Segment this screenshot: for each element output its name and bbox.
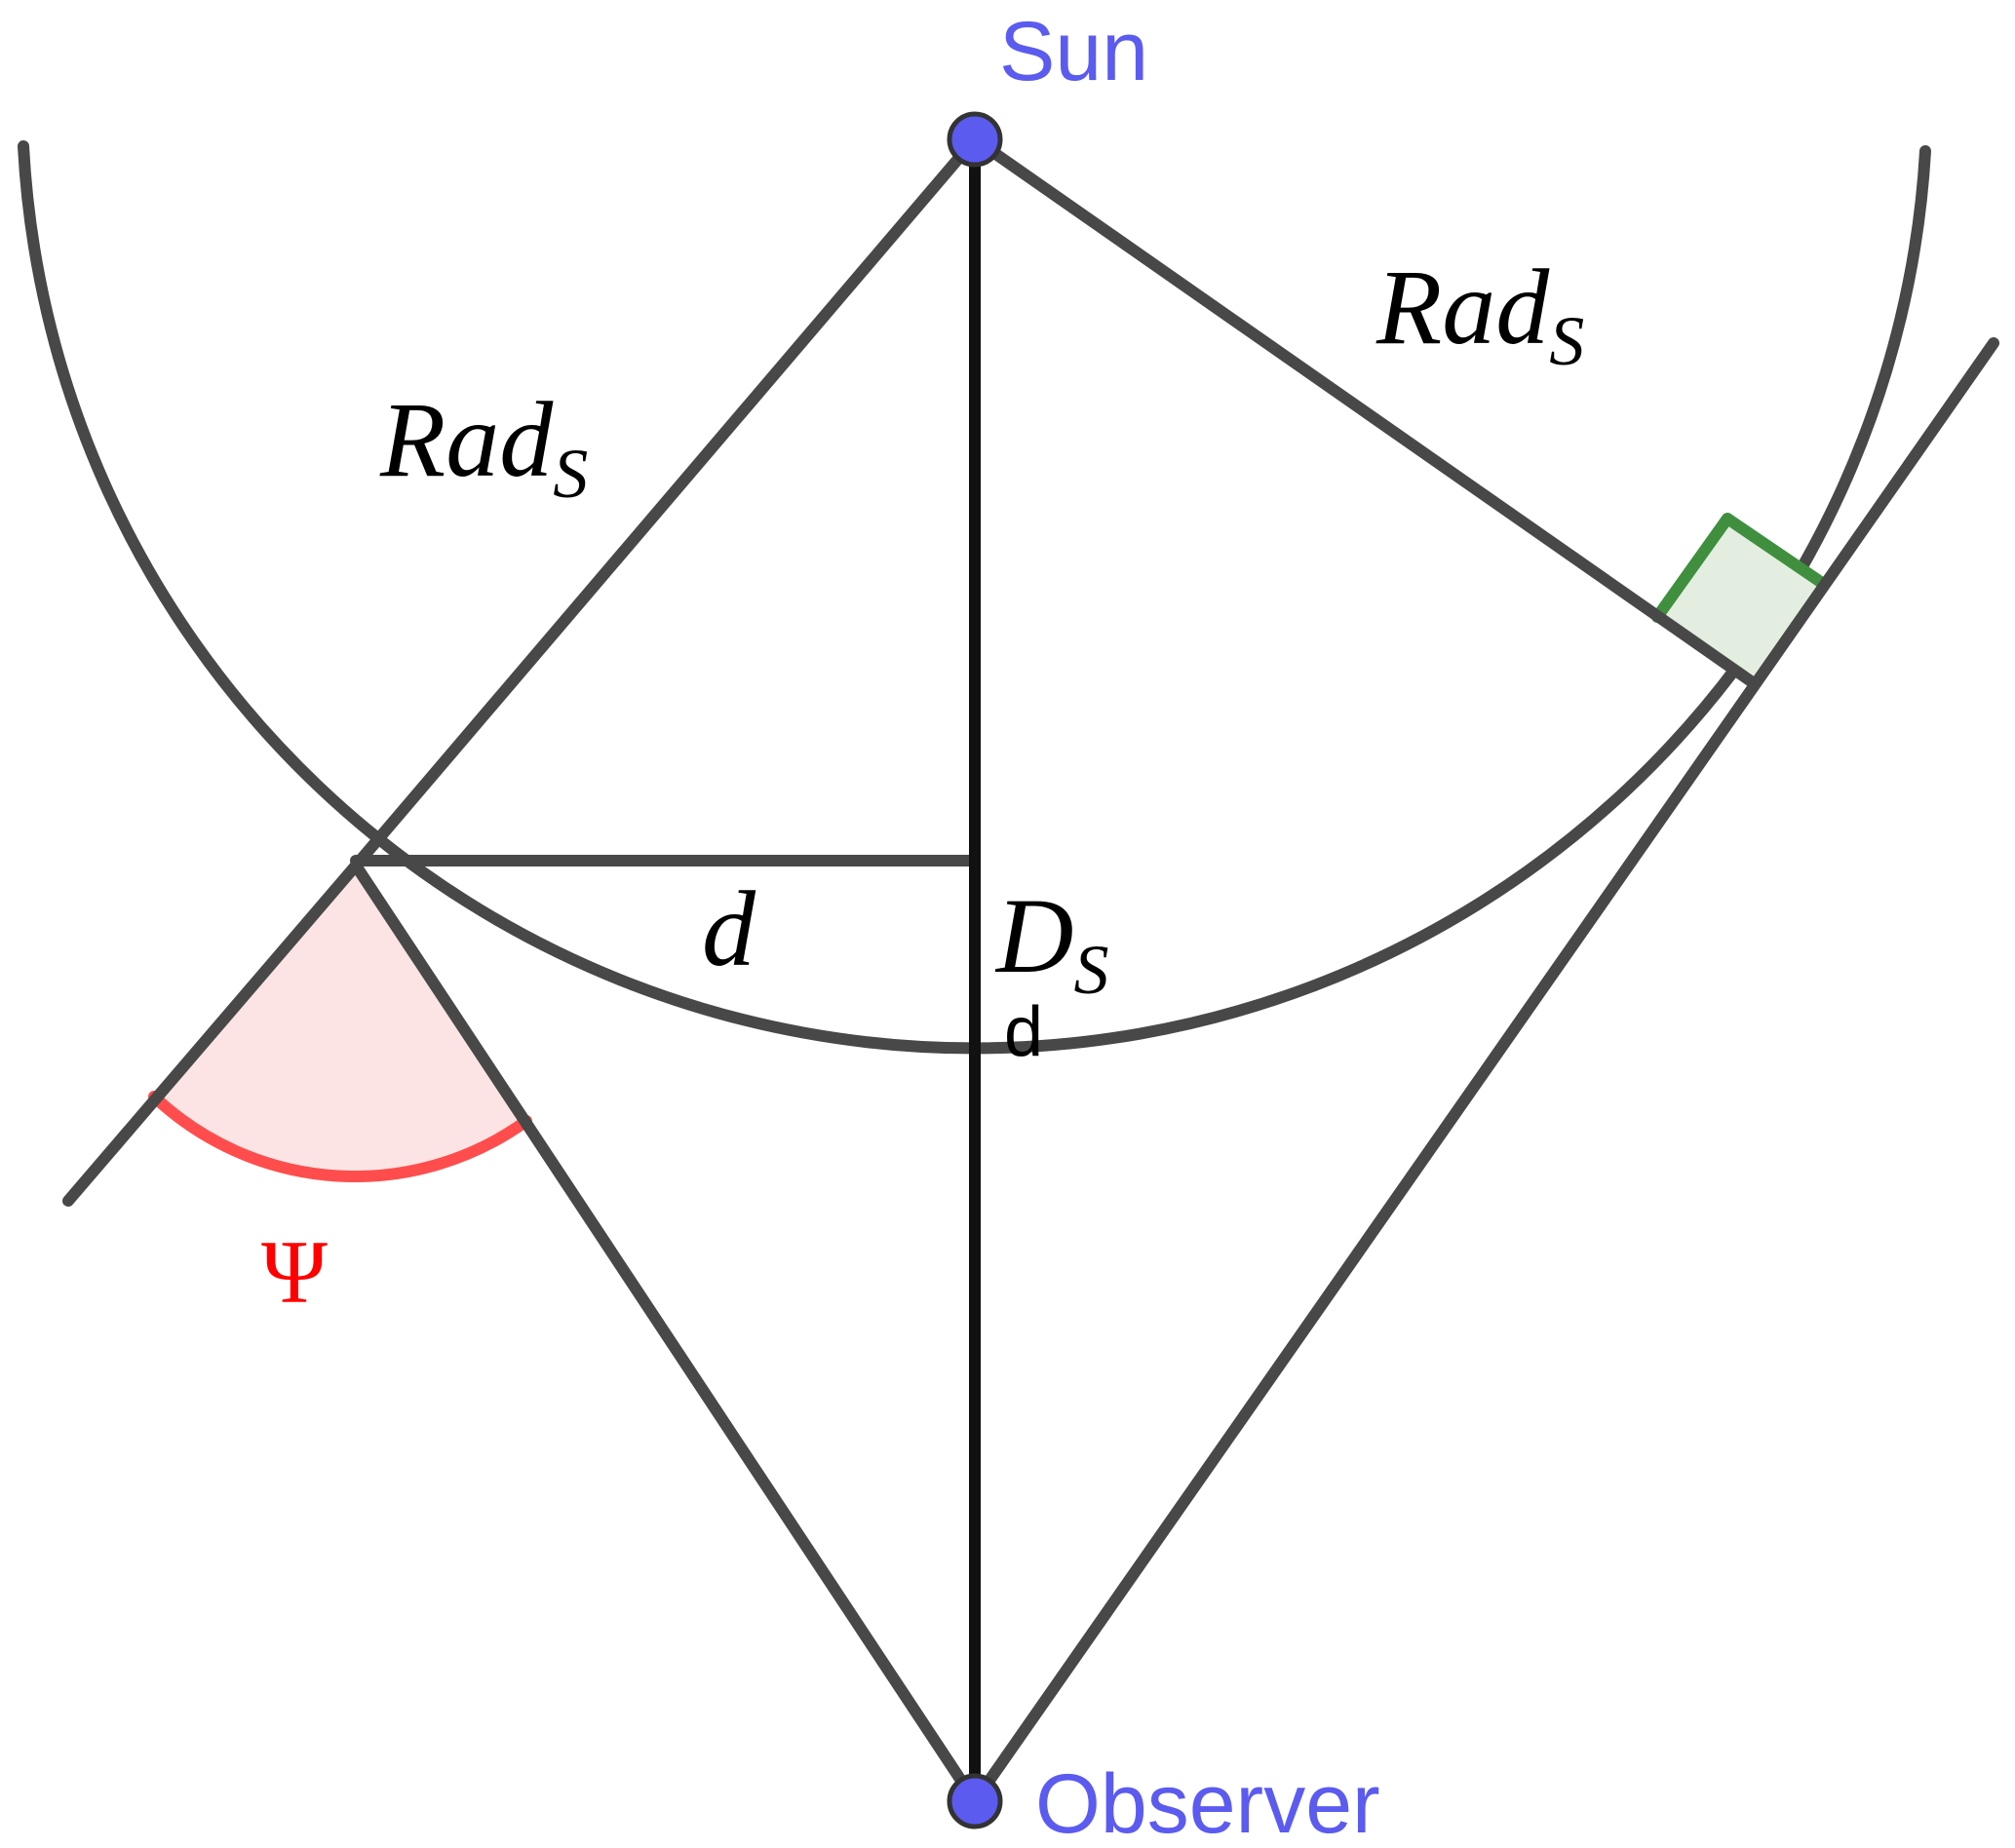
d-plain-label: d (1004, 993, 1043, 1071)
rad-s-right-main: Rad (1376, 248, 1550, 366)
d-italic-label: d (702, 869, 756, 988)
psi-label: Ψ (261, 1222, 328, 1322)
rad-s-left-label: RadS (379, 380, 588, 513)
right-angle-marker (1657, 519, 1822, 683)
psi-angle-fill (154, 866, 526, 1176)
ds-main: D (994, 876, 1073, 995)
sun-label: Sun (999, 5, 1148, 98)
rad-s-right-sub: S (1549, 302, 1584, 380)
ds-label: DS (994, 876, 1108, 1009)
line-left-extension (62, 860, 362, 1207)
psi-angle-arc (148, 1091, 532, 1182)
rad-s-left-sub: S (553, 435, 588, 513)
line-left-point-to-observer (350, 860, 981, 1807)
right-angle-marker-edge (1651, 513, 1828, 623)
observer-label: Observer (1035, 1757, 1380, 1848)
line-tangent (969, 337, 1999, 1807)
line-sun-to-left-point (350, 134, 981, 871)
rad-s-left-main: Rad (379, 380, 554, 499)
sun-point[interactable] (947, 111, 1003, 168)
rad-s-right-label: RadS (1376, 248, 1584, 380)
observer-point[interactable] (947, 1773, 1003, 1829)
line-sun-to-tangent-point (969, 134, 1760, 689)
ds-sub: S (1073, 931, 1108, 1009)
